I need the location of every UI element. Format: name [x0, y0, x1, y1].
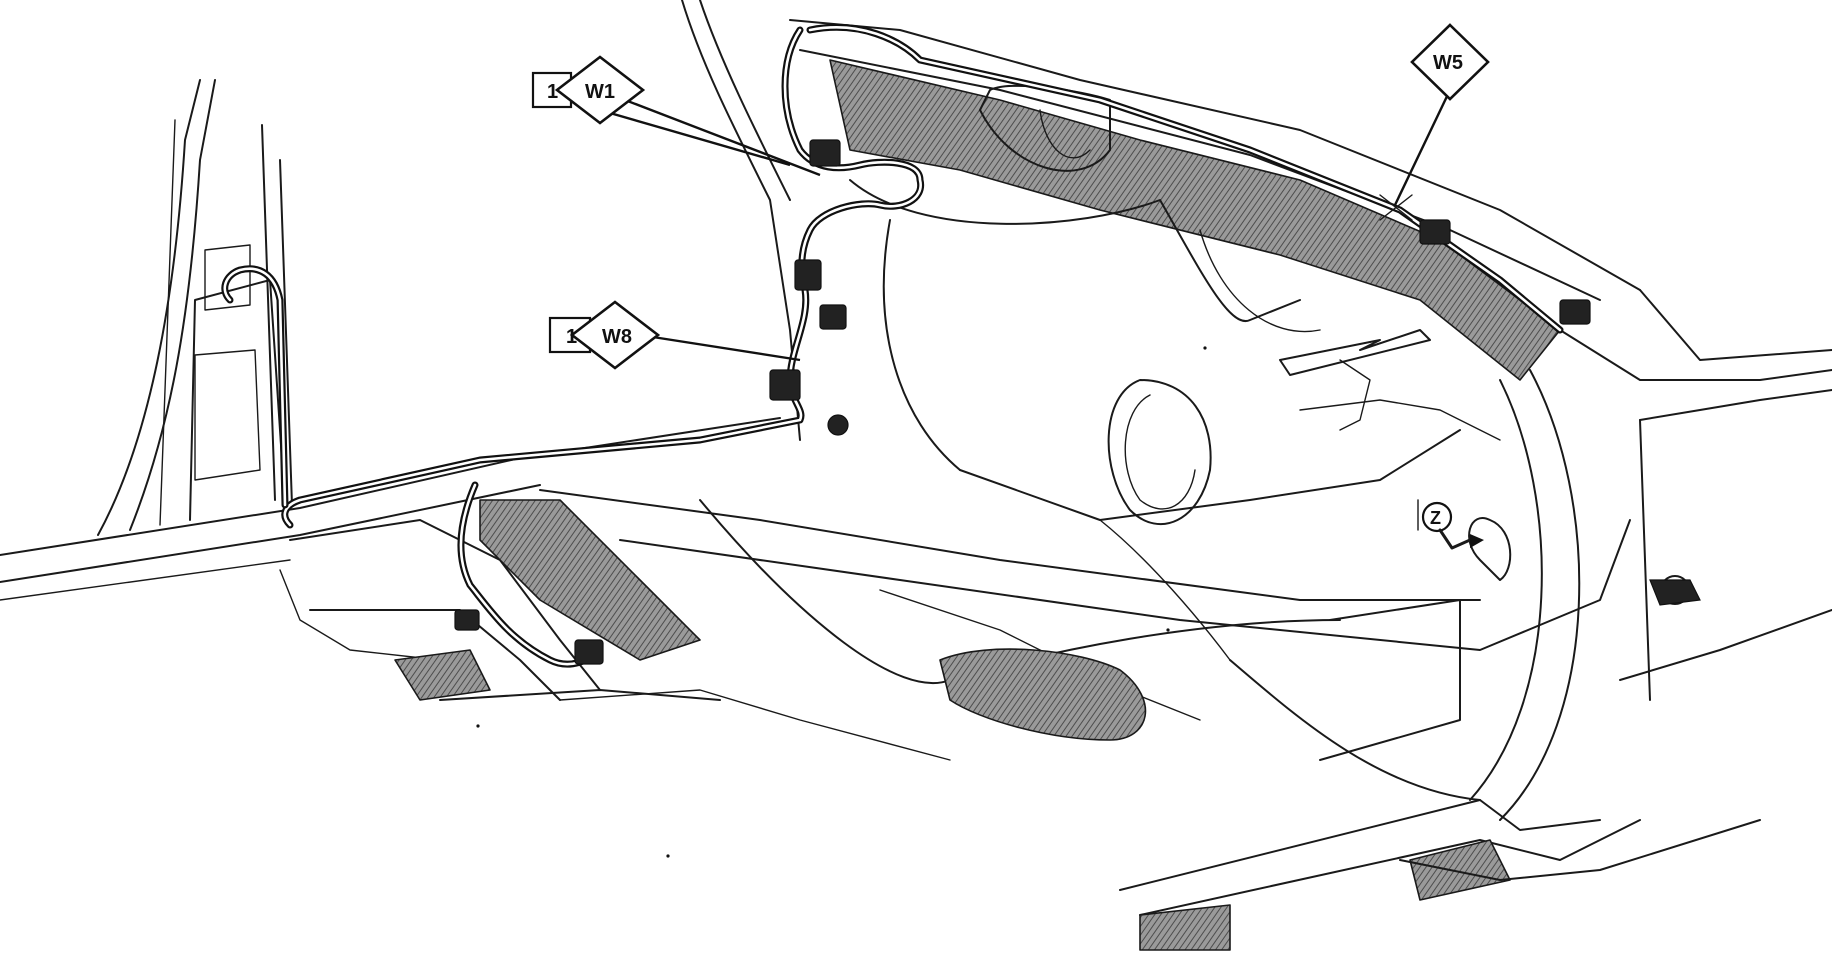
- view-marker-z-label: Z: [1430, 508, 1441, 528]
- wiring-harness: [221, 23, 1591, 668]
- callout-w8-label: W8: [602, 326, 632, 348]
- callout-w8-number: 1: [566, 326, 577, 348]
- left-quarter-panel: [0, 79, 781, 601]
- callout-w5: W5: [1379, 23, 1490, 221]
- print-specks: [476, 346, 1207, 858]
- callout-w8: 1 W8: [548, 300, 801, 370]
- package-shelf: [681, 0, 1832, 441]
- trunk-floor: [539, 179, 1832, 821]
- trunk-left-gutter: [279, 499, 951, 761]
- callout-w1-number: 1: [547, 81, 558, 103]
- callout-w5-label: W5: [1433, 52, 1463, 74]
- callout-w1-label: W1: [585, 81, 615, 103]
- callout-w1: 1 W1: [531, 55, 821, 177]
- rear-sill: [1119, 799, 1761, 951]
- view-marker-z: Z: [1417, 499, 1484, 550]
